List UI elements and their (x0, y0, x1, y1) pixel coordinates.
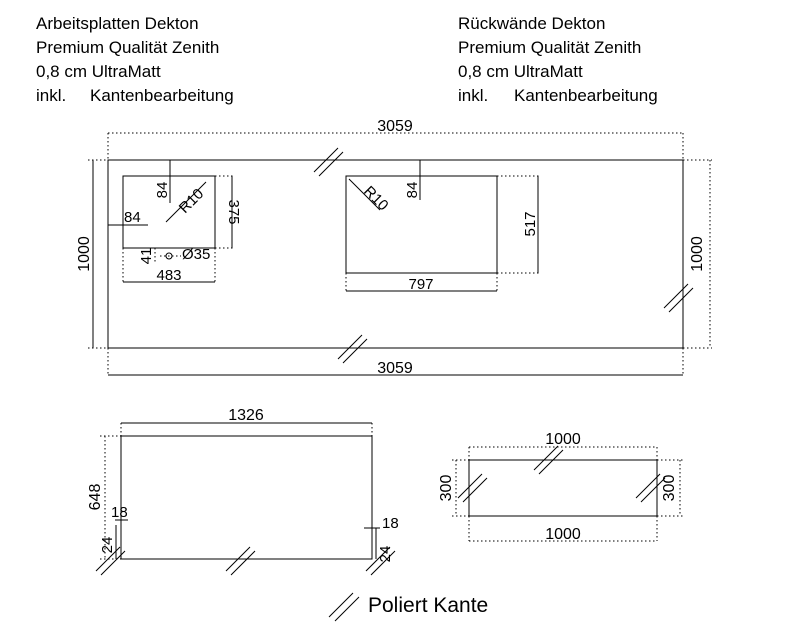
panel-right-width-top: 1000 (545, 431, 581, 448)
panel-right-polished-edge-top (533, 445, 564, 475)
worktop-height-left: 1000 (76, 236, 93, 272)
panel-left-notch-right-h: 24 (377, 546, 394, 563)
worktop-height-right: 1000 (689, 236, 706, 272)
tap-hole: Ø35 (182, 246, 210, 263)
header-left: Arbeitsplatten Dekton Premium Qualität Z… (36, 14, 234, 105)
header-right-line4-a: inkl. (458, 86, 488, 105)
header-left-line2: Premium Qualität Zenith (36, 38, 219, 57)
panel-left-notch-left-h: 24 (99, 537, 116, 554)
panel-right-height-left: 300 (438, 475, 455, 502)
panel-right-drawing: 1000 1000 300 300 (438, 431, 684, 543)
hob-radius: R10 (360, 183, 391, 214)
sink-offset-top: 84 (154, 182, 171, 199)
sink-radius: R10 (176, 185, 207, 216)
panel-right-polished-edge-right (635, 473, 666, 503)
panel-left-outline (120, 435, 373, 560)
hob-radius-leader (348, 178, 381, 211)
header-left-line1: Arbeitsplatten Dekton (36, 14, 199, 33)
legend-label: Poliert Kante (368, 594, 488, 617)
header-right-line1: Rückwände Dekton (458, 14, 605, 33)
sink-radius-leader (165, 181, 207, 223)
panel-left-width: 1326 (228, 407, 264, 424)
sink-cutout: 84 84 R10 375 41 Ø35 483 (108, 160, 242, 284)
header-right: Rückwände Dekton Premium Qualität Zenith… (458, 14, 658, 105)
header-right-line4-b: Kantenbearbeitung (514, 86, 658, 105)
hob-cutout: R10 84 517 797 (345, 160, 540, 293)
panel-left-drawing: 1326 648 18 24 18 24 (87, 407, 399, 576)
sink-depth: 375 (225, 199, 242, 224)
worktop-polished-edge-right (663, 283, 694, 313)
panel-left-notch-left-w: 18 (111, 504, 128, 521)
panel-right-polished-edge-left (457, 473, 488, 503)
hob-offset-top: 84 (404, 182, 421, 199)
sink-width: 483 (156, 267, 181, 284)
tap-offset: 41 (138, 248, 155, 265)
worktop-polished-edge-top (313, 147, 344, 177)
panel-left-polished-edge-bottom-right (365, 546, 396, 576)
polished-edge-symbol-icon (328, 592, 360, 622)
sink-offset-left: 84 (124, 209, 141, 226)
hob-depth: 517 (522, 211, 539, 236)
header-right-line2: Premium Qualität Zenith (458, 38, 641, 57)
worktop-outline (107, 159, 684, 349)
panel-right-width-bottom: 1000 (545, 526, 581, 543)
worktop-width-top: 3059 (377, 118, 413, 135)
panel-right-outline (468, 459, 658, 517)
header-left-line4-b: Kantenbearbeitung (90, 86, 234, 105)
header-left-line4-a: inkl. (36, 86, 66, 105)
panel-left-polished-edge-bottom-left (95, 546, 126, 576)
hob-cutout-outline (345, 175, 498, 274)
worktop-polished-edge-bottom (337, 334, 368, 364)
sink-cutout-outline (122, 175, 216, 249)
panel-left-polished-edge-bottom-mid (225, 546, 256, 576)
panel-right-height-right: 300 (661, 475, 678, 502)
legend: Poliert Kante (328, 592, 488, 622)
hob-width: 797 (408, 276, 433, 293)
worktop-drawing: 3059 3059 1000 1000 (76, 118, 712, 377)
header-left-line3: 0,8 cm UltraMatt (36, 62, 161, 81)
worktop-width-bottom: 3059 (377, 360, 413, 377)
panel-left-height: 648 (87, 484, 104, 511)
panel-left-notch-right-w: 18 (382, 515, 399, 532)
header-right-line3: 0,8 cm UltraMatt (458, 62, 583, 81)
